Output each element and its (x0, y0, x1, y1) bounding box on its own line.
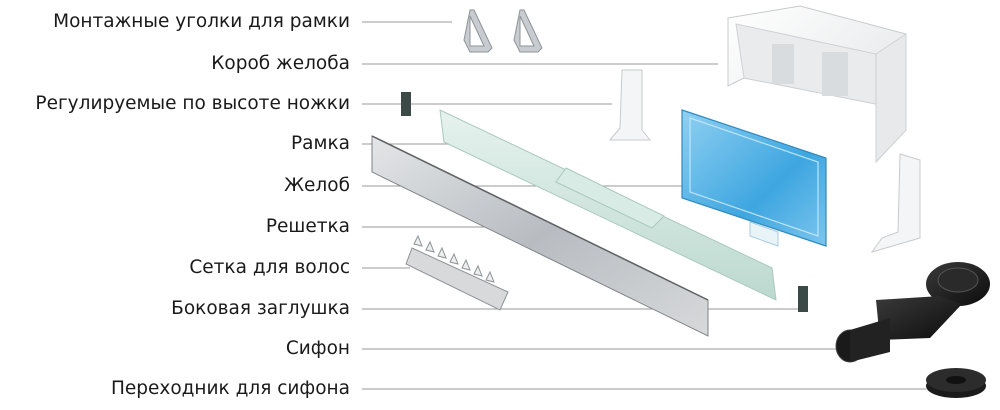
label-siphon: Сифон (285, 338, 350, 359)
frame-icon (439, 109, 777, 301)
siphon-icon (835, 262, 990, 363)
leg-clip-icon (401, 92, 411, 116)
label-side-cap: Боковая заглушка (171, 298, 350, 319)
label-mounting-brackets: Монтажные уголки для рамки (53, 11, 350, 32)
label-frame: Рамка (291, 133, 350, 154)
channel-box-icon (727, 5, 907, 164)
side-cap-icon (798, 286, 808, 312)
leader-lines (362, 21, 926, 390)
hair-strainer-icon (405, 234, 509, 311)
mounting-brackets-icon (463, 9, 543, 53)
channel-icon (681, 109, 827, 247)
siphon-adapter-icon (926, 368, 986, 398)
label-hair-strainer: Сетка для волос (189, 257, 350, 278)
label-channel: Желоб (284, 175, 350, 196)
label-adjustable-legs: Регулируемые по высоте ножки (35, 93, 350, 114)
adjustable-legs-icon (401, 69, 921, 253)
label-siphon-adapter: Переходник для сифона (110, 378, 350, 399)
label-channel-box: Короб желоба (211, 53, 350, 74)
label-grate: Решетка (265, 216, 350, 237)
grate-icon (371, 135, 709, 337)
